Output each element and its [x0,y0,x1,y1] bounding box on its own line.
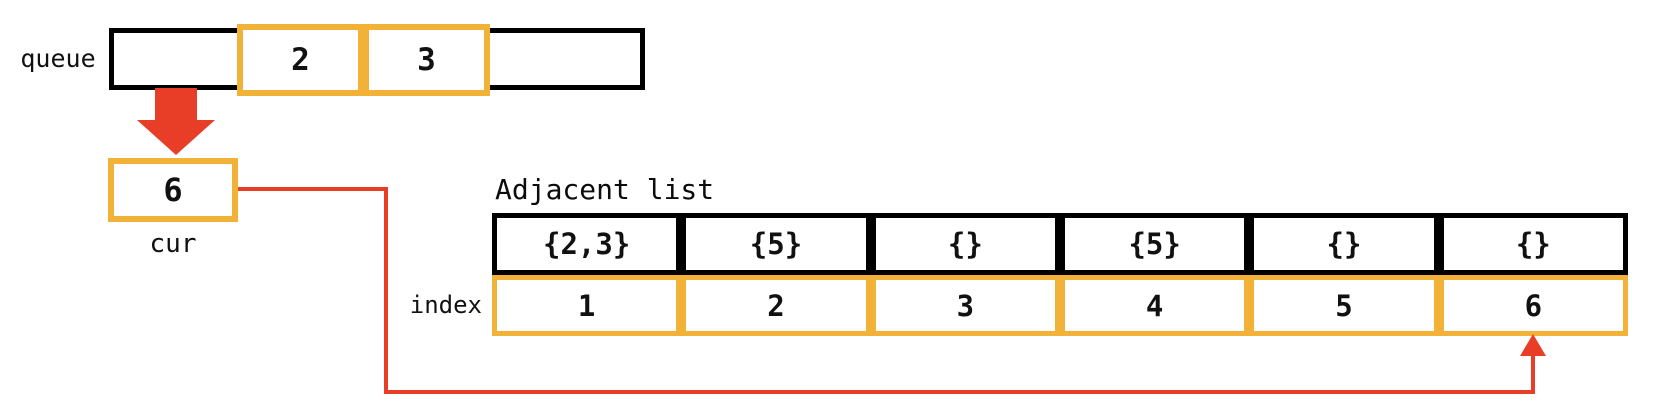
index-pointer-arrowhead-icon [1520,334,1546,356]
connector-line-down [384,187,388,394]
adjacency-cell: {} [870,213,1060,275]
index-cell: 3 [870,275,1060,336]
index-cell: 1 [492,275,682,336]
index-cell: 2 [681,275,871,336]
connector-line-across [384,390,1535,394]
adjacency-cell: {} [1249,213,1439,275]
connector-line-from-cur [238,187,388,191]
connector-line-up [1531,355,1535,394]
adjacency-cell: {} [1438,213,1628,275]
dequeue-arrowhead-icon [137,120,215,155]
index-row: 1 2 3 4 5 6 [492,275,1628,336]
adjacency-cell: {2,3} [492,213,682,275]
adjacent-list-title: Adjacent list [495,173,715,206]
current-node-box: 6 [108,158,238,222]
index-cell: 6 [1438,275,1628,336]
adjacency-cell: {5} [681,213,871,275]
queue-cell-value: 3 [363,24,490,96]
index-cell: 5 [1249,275,1439,336]
queue-cell-value: 2 [237,24,364,96]
dequeue-arrow-icon [155,88,197,120]
adjacency-list-row: {2,3} {5} {} {5} {} {} [492,213,1628,275]
cur-label: cur [149,229,197,259]
adjacency-cell: {5} [1059,213,1250,275]
queue-label: queue [20,44,96,73]
index-label: index [409,291,482,319]
index-cell: 4 [1059,275,1250,336]
